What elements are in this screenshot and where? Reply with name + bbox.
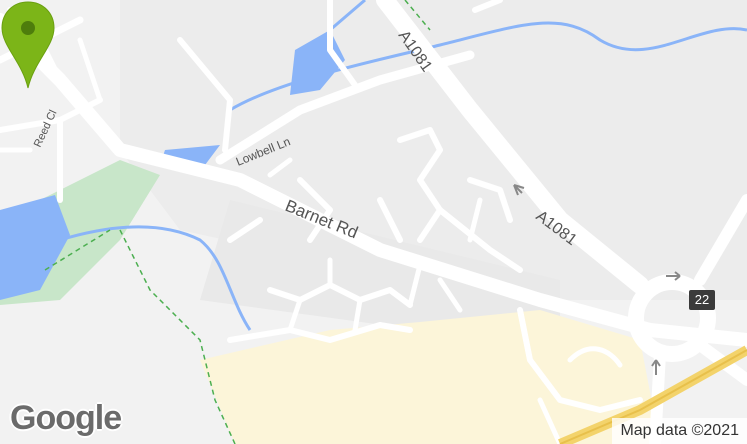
direction-arrow-icon <box>666 271 681 281</box>
stream-north <box>229 21 747 112</box>
side-street <box>287 297 303 333</box>
side-street <box>227 322 413 343</box>
lowbell-lane <box>215 50 475 165</box>
side-street <box>327 0 358 88</box>
boundary-line-west <box>44 229 111 271</box>
google-logo: Google <box>10 399 122 437</box>
side-street <box>397 127 443 243</box>
direction-arrow-icon <box>513 184 525 196</box>
motorway-centerline <box>559 349 747 444</box>
boundary-line-north <box>404 0 431 31</box>
side-street <box>407 262 423 308</box>
map-attribution[interactable]: Map data ©2021 <box>612 418 747 444</box>
side-street <box>567 346 623 368</box>
roundabout <box>628 274 716 362</box>
road-ne <box>694 194 747 286</box>
side-street <box>467 197 483 243</box>
side-street <box>537 397 563 444</box>
side-street <box>352 297 363 333</box>
side-street <box>227 217 263 243</box>
side-street <box>472 0 503 13</box>
side-street <box>517 307 643 413</box>
location-pin-icon[interactable] <box>0 0 56 90</box>
side-street <box>77 37 103 103</box>
side-street <box>467 177 513 223</box>
a1081-road <box>376 0 649 294</box>
direction-arrow-icon <box>651 359 661 375</box>
side-street <box>267 157 293 178</box>
lake <box>0 195 70 300</box>
stream-north-branch <box>329 0 366 32</box>
side-street <box>297 177 333 243</box>
stream-south <box>59 225 252 331</box>
junction-shield: 22 <box>689 290 715 310</box>
side-street <box>377 197 403 243</box>
side-street <box>437 207 523 273</box>
side-street <box>177 37 233 153</box>
boundary-line <box>119 229 236 444</box>
side-street <box>437 277 463 313</box>
side-street <box>267 282 413 308</box>
